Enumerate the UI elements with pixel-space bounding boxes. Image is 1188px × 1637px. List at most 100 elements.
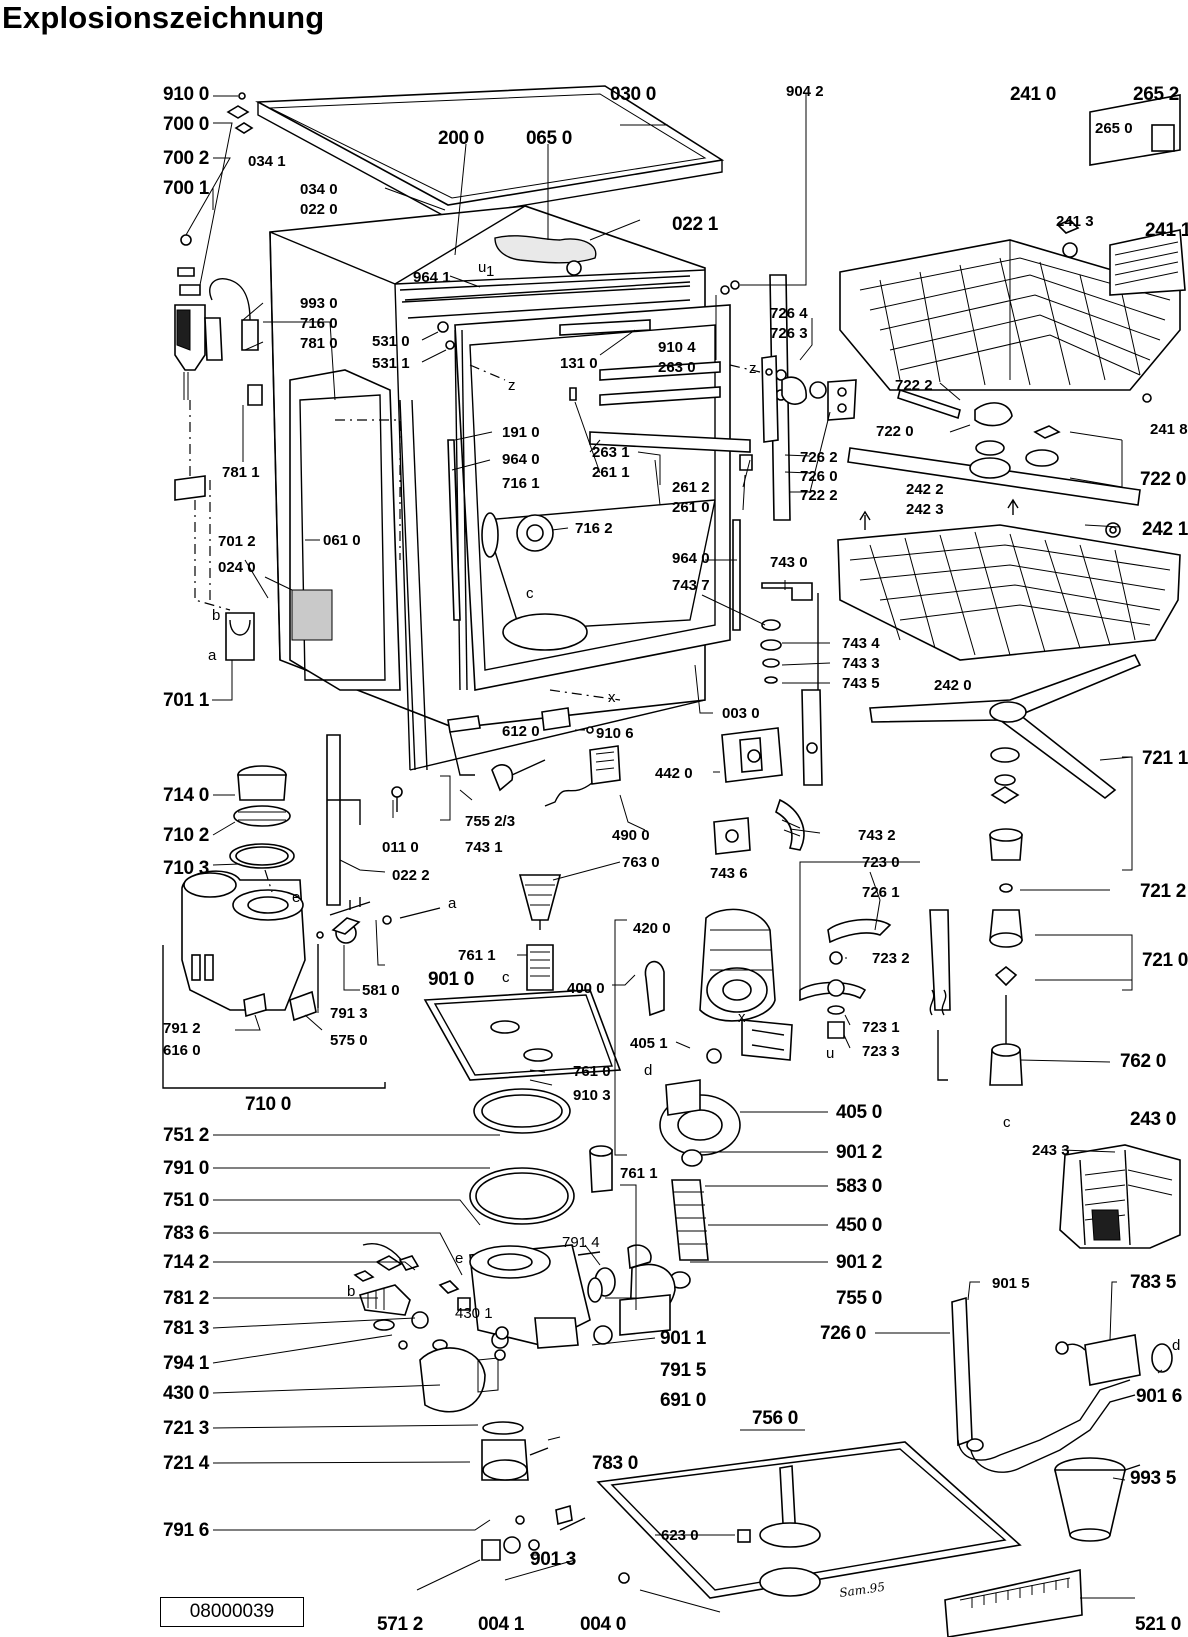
label-710-0: 710 0: [245, 1094, 291, 1115]
label-726-3: 726 3: [770, 325, 808, 342]
label-904-2: 904 2: [786, 83, 824, 100]
label-265-2: 265 2: [1133, 84, 1179, 105]
lower-spray-arm: [869, 654, 1142, 1086]
label-430-0: 430 0: [163, 1383, 209, 1404]
label-022-0: 022 0: [300, 201, 338, 218]
label-521-0: 521 0: [1135, 1614, 1181, 1635]
label-901-5: 901 5: [992, 1275, 1030, 1292]
label-721-4: 721 4: [163, 1453, 210, 1474]
upper-basket: [839, 239, 1181, 391]
label-791-6: 791 6: [163, 1520, 209, 1541]
label-783-5: 783 5: [1130, 1272, 1177, 1293]
label-261-2: 261 2: [672, 479, 710, 496]
marker-d-2: d: [1172, 1337, 1180, 1354]
label-612-0: 612 0: [502, 723, 540, 740]
label-743-6: 743 6: [710, 865, 748, 882]
label-623-0: 623 0: [661, 1527, 699, 1544]
label-763-0: 763 0: [622, 854, 660, 871]
label-531-0: 531 0: [372, 333, 410, 350]
label-405-1: 405 1: [630, 1035, 668, 1052]
marker-d-1: d: [644, 1062, 652, 1079]
dishwasher-cabinet: [269, 205, 731, 771]
label-761-0: 761 0: [573, 1063, 611, 1080]
assembly-dash-lines: [189, 364, 761, 701]
label-723-1: 723 1: [862, 1019, 900, 1036]
label-242-3: 242 3: [906, 501, 944, 518]
label-450-0: 450 0: [836, 1215, 882, 1236]
label-003-0: 003 0: [722, 705, 760, 722]
label-751-2: 751 2: [163, 1125, 209, 1146]
label-263-1: 263 1: [592, 444, 630, 461]
label-700-1: 700 1: [163, 178, 210, 199]
label-722-2-b: 722 2: [800, 487, 838, 504]
lower-basket: [837, 498, 1181, 661]
worktop-clip-screws: [226, 92, 254, 134]
label-575-0: 575 0: [330, 1032, 368, 1049]
label-726-0-a: 726 0: [800, 468, 838, 485]
label-034-0: 034 0: [300, 181, 338, 198]
marker-u-2: u: [826, 1045, 834, 1062]
label-794-1: 794 1: [163, 1353, 210, 1374]
label-751-0: 751 0: [163, 1190, 209, 1211]
label-721-1: 721 1: [1142, 748, 1188, 769]
marker-x-2: x: [738, 1009, 746, 1026]
label-726-0-b: 726 0: [820, 1323, 866, 1344]
label-691-0: 691 0: [660, 1390, 706, 1411]
inlet-valve-assembly: [174, 234, 263, 661]
label-701-1: 701 1: [163, 690, 210, 711]
label-722-2: 722 2: [895, 377, 933, 394]
label-755-0: 755 0: [836, 1288, 882, 1309]
label-200-0: 200 0: [438, 128, 484, 149]
marker-c-2: c: [502, 969, 510, 986]
worktop-cover: [255, 85, 725, 219]
label-243-3: 243 3: [1032, 1142, 1070, 1159]
label-721-0: 721 0: [1142, 950, 1188, 971]
label-901-2-b: 901 2: [836, 1252, 882, 1273]
label-726-2: 726 2: [800, 449, 838, 466]
label-743-0: 743 0: [770, 554, 808, 571]
label-241-1: 241 1: [1145, 220, 1188, 241]
label-901-3: 901 3: [530, 1549, 576, 1570]
label-762-0: 762 0: [1120, 1051, 1166, 1072]
label-241-8: 241 8: [1150, 421, 1188, 438]
label-791-2: 791 2: [163, 1020, 201, 1037]
water-softener-assembly: [181, 765, 441, 1022]
document-number: 08000039: [189, 1601, 275, 1622]
label-242-1: 242 1: [1142, 519, 1188, 540]
label-700-0: 700 0: [163, 114, 209, 135]
control-panel: [944, 1569, 1083, 1637]
marker-u1-sub: 1: [486, 263, 494, 280]
label-901-2-a: 901 2: [836, 1142, 882, 1163]
top-rail-parts: [399, 235, 740, 350]
label-241-3: 241 3: [1056, 213, 1094, 230]
label-721-2: 721 2: [1140, 881, 1186, 902]
marker-z-2: z: [749, 360, 757, 377]
label-583-0: 583 0: [836, 1176, 882, 1197]
label-701-2: 701 2: [218, 533, 256, 550]
drawing-signature: Sam.95: [838, 1580, 885, 1600]
label-723-2: 723 2: [872, 950, 910, 967]
label-723-3: 723 3: [862, 1043, 900, 1060]
label-791-4: 791 4: [562, 1234, 600, 1251]
label-722-0-b: 722 0: [1140, 469, 1186, 490]
label-241-0: 241 0: [1010, 84, 1056, 105]
marker-u1: u: [478, 259, 486, 276]
label-261-1: 261 1: [592, 464, 630, 481]
label-901-0: 901 0: [428, 969, 474, 990]
label-716-1: 716 1: [502, 475, 540, 492]
label-716-2: 716 2: [575, 520, 613, 537]
label-964-1: 964 1: [413, 269, 451, 286]
part-labels: 910 0 700 0 034 1 700 2 700 1 030 0 200 …: [163, 83, 1188, 1635]
main-pump-assembly: [644, 908, 793, 1156]
label-261-0: 261 0: [672, 499, 710, 516]
label-755-2-3: 755 2/3: [465, 813, 515, 830]
label-716-0: 716 0: [300, 315, 338, 332]
label-743-1: 743 1: [465, 839, 503, 856]
label-910-0: 910 0: [163, 84, 209, 105]
label-571-2: 571 2: [377, 1614, 423, 1635]
label-011-0: 011 0: [382, 839, 419, 856]
label-265-0: 265 0: [1095, 120, 1133, 137]
rinse-aid-dispenser-parts: [713, 582, 823, 855]
